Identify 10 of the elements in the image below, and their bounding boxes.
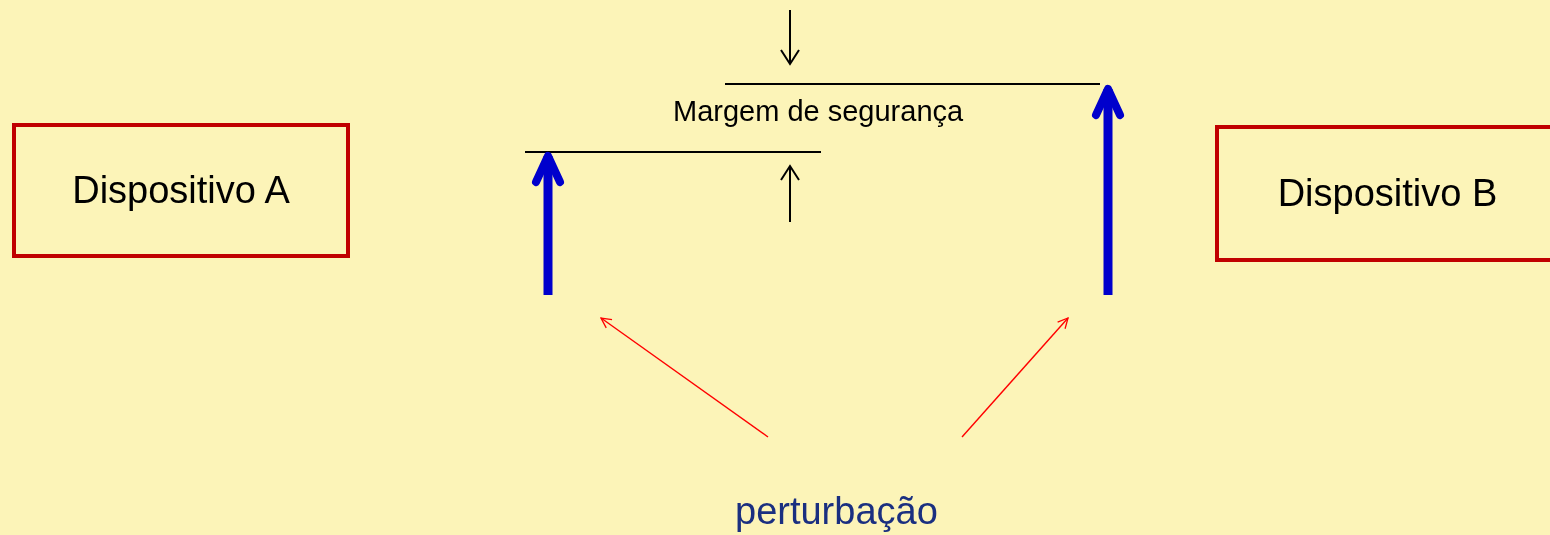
margin-label: Margem de segurança xyxy=(673,95,964,128)
annotation-text: perturbação xyxy=(735,488,938,534)
leader-arrow xyxy=(600,317,769,438)
force-arrow xyxy=(1092,85,1124,295)
device-box xyxy=(12,123,350,258)
force-arrow xyxy=(532,152,564,295)
device-box xyxy=(1215,125,1550,262)
device-label: Dispositivo A xyxy=(72,169,290,212)
leader-arrow xyxy=(961,317,1069,438)
device-label: Dispositivo B xyxy=(1277,172,1498,215)
